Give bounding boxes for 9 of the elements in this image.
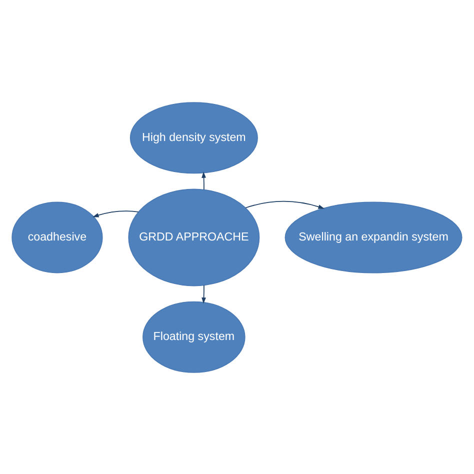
arrow — [202, 171, 206, 190]
arrow — [92, 210, 139, 217]
arrow — [202, 284, 206, 304]
node-ellipse: GRDD APPROACHE — [128, 188, 260, 286]
node-ellipse: Floating system — [142, 300, 246, 372]
node-ellipse: coadhesive — [12, 201, 103, 273]
node-ellipse: Swelling an expandin system — [284, 201, 462, 273]
node-ellipse: High density system — [130, 102, 258, 174]
arrow — [245, 200, 325, 208]
